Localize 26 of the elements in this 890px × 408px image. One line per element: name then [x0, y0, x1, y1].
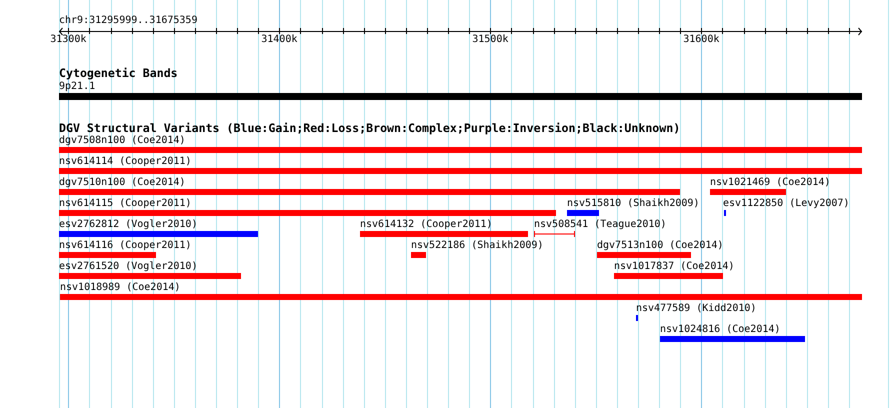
variant-label: esv2761520 (Vogler2010): [59, 260, 198, 273]
variant-label: nsv614114 (Cooper2011): [59, 155, 192, 168]
variant-label: dgv7513n100 (Coe2014): [597, 239, 724, 252]
variant-label: nsv1018989 (Coe2014): [60, 281, 180, 294]
variant-label: nsv515810 (Shaikh2009): [567, 197, 700, 210]
tick-label: 31300k: [50, 34, 86, 46]
variant-label: nsv614116 (Cooper2011): [59, 239, 192, 252]
tick-label: 31400k: [261, 34, 298, 46]
track-title: Cytogenetic Bands: [59, 66, 178, 80]
variant-label: nsv1021469 (Coe2014): [710, 176, 830, 189]
tick-label: 31600k: [683, 34, 720, 46]
variant-label: dgv7508n100 (Coe2014): [59, 134, 186, 147]
region-label: chr9:31295999..31675359: [59, 14, 198, 27]
variant-label: dgv7510n100 (Coe2014): [59, 176, 186, 189]
band-label: 9p21.1: [59, 80, 96, 93]
variant-label: esv1122850 (Levy2007): [723, 197, 850, 210]
variant-label: nsv508541 (Teague2010): [534, 218, 666, 231]
variant-label: nsv614115 (Cooper2011): [59, 197, 192, 210]
tick-label: 31500k: [472, 34, 508, 46]
track-title: DGV Structural Variants (Blue:Gain;Red:Loss;Brown:Complex;Purple:Inversion;Black:Unknown): [59, 121, 680, 135]
variant-label: nsv1017837 (Coe2014): [614, 260, 734, 273]
variant-label: nsv614132 (Cooper2011): [360, 218, 492, 231]
variant-label: nsv1024816 (Coe2014): [660, 323, 780, 336]
variant-label: nsv522186 (Shaikh2009): [411, 239, 544, 252]
variant-label: nsv477589 (Kidd2010): [636, 302, 756, 315]
variant-label: esv2762812 (Vogler2010): [59, 218, 198, 231]
